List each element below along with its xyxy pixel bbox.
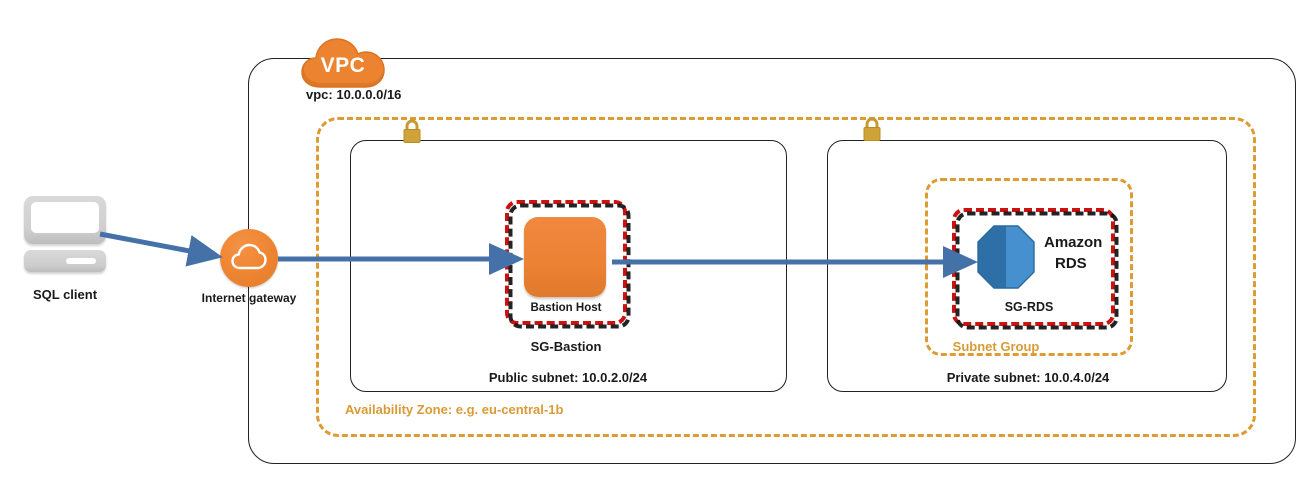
- ec2-instance-icon: [524, 217, 606, 297]
- private-subnet-label: Private subnet: 10.0.4.0/24: [946, 370, 1110, 385]
- amazon-rds-label-line1: Amazon: [1044, 234, 1103, 251]
- public-subnet-label: Public subnet: 10.0.2.0/24: [488, 370, 648, 385]
- bastion-host-label: Bastion Host: [530, 302, 602, 314]
- sg-bastion-label: SG-Bastion: [530, 339, 602, 354]
- arrow-client-to-igw: [99, 231, 223, 267]
- amazon-rds-icon: [976, 224, 1036, 290]
- vpc-cloud-icon: VPC: [300, 35, 386, 91]
- sql-client-label: SQL client: [32, 287, 98, 302]
- vpc-cidr-label: vpc: 10.0.0.0/16: [306, 87, 402, 102]
- internet-gateway-label: Internet gateway: [201, 291, 297, 305]
- computer-monitor-icon: [24, 196, 106, 272]
- db-subnet-group-boundary: [925, 178, 1133, 356]
- amazon-rds-label-line2: RDS: [1055, 255, 1087, 272]
- cloud-icon: [220, 229, 278, 287]
- monitor-screen: [24, 196, 106, 244]
- monitor-base: [24, 250, 106, 272]
- availability-zone-label: Availability Zone: e.g. eu-central-1b: [345, 402, 564, 417]
- padlock-icon: [401, 119, 423, 145]
- subnet-group-label: Subnet Group: [952, 339, 1040, 354]
- availability-zone-boundary: [316, 117, 1256, 437]
- vpc-badge-label: VPC: [320, 54, 366, 77]
- padlock-icon: [861, 117, 883, 143]
- sg-rds-label: SG-RDS: [1004, 300, 1054, 314]
